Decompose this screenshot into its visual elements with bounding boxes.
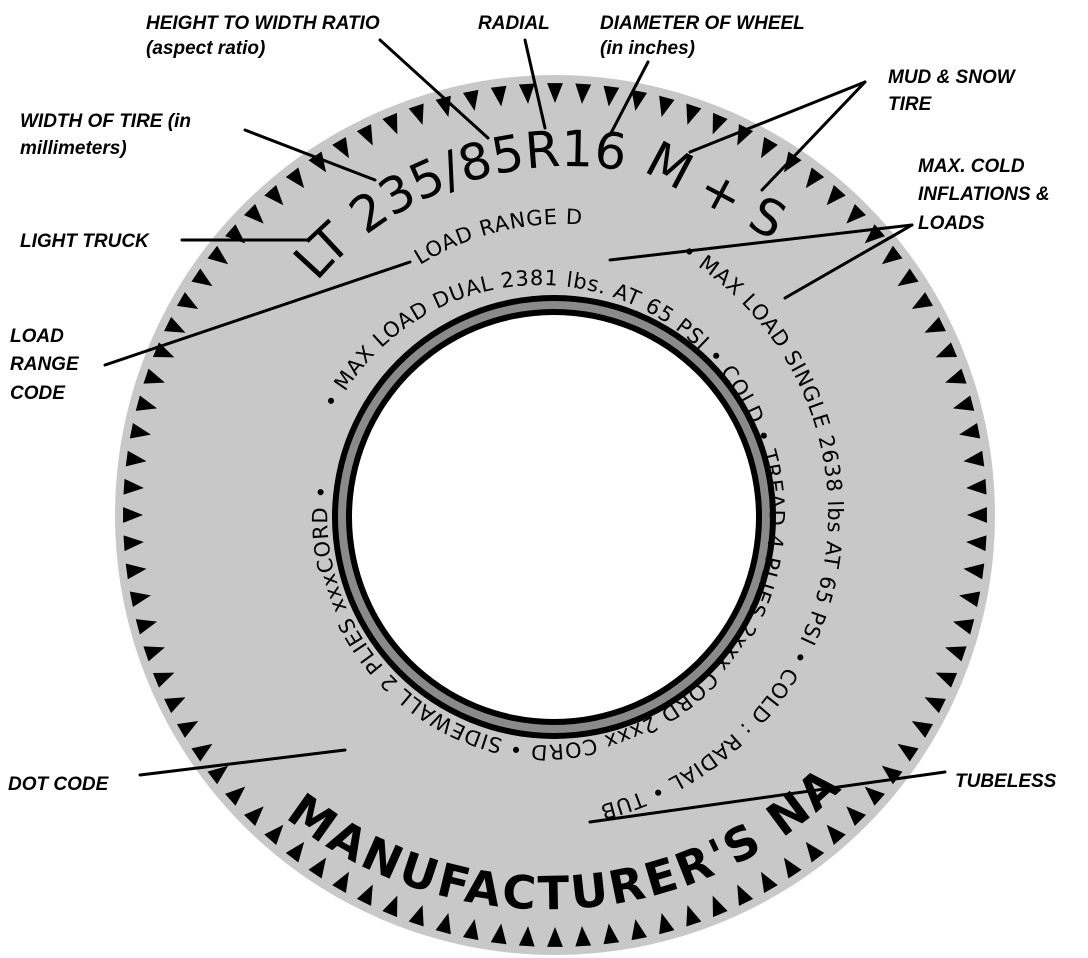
label-max-cold-1: MAX. COLD bbox=[918, 156, 1025, 177]
label-mud-snow-1: MUD & SNOW bbox=[888, 67, 1017, 88]
label-tubeless: TUBELESS bbox=[955, 771, 1057, 792]
label-in-inches: (in inches) bbox=[600, 38, 695, 59]
label-load-range-2: RANGE bbox=[10, 354, 80, 375]
label-mud-snow-2: TIRE bbox=[888, 94, 933, 115]
label-max-cold-2: INFLATIONS & bbox=[918, 184, 1050, 205]
label-aspect-ratio: (aspect ratio) bbox=[146, 38, 265, 59]
label-max-cold-3: LOADS bbox=[918, 213, 985, 234]
label-dot-code: DOT CODE bbox=[8, 774, 110, 795]
label-light-truck: LIGHT TRUCK bbox=[20, 231, 150, 252]
label-width-2: millimeters) bbox=[20, 138, 127, 159]
label-height-width: HEIGHT TO WIDTH RATIO bbox=[146, 13, 380, 34]
label-width-1: WIDTH OF TIRE (in bbox=[20, 111, 191, 132]
wheel-opening bbox=[352, 315, 756, 719]
label-load-range-1: LOAD bbox=[10, 326, 64, 347]
label-radial: RADIAL bbox=[478, 13, 550, 34]
label-load-range-3: CODE bbox=[10, 383, 66, 404]
label-diameter: DIAMETER OF WHEEL bbox=[600, 13, 805, 34]
